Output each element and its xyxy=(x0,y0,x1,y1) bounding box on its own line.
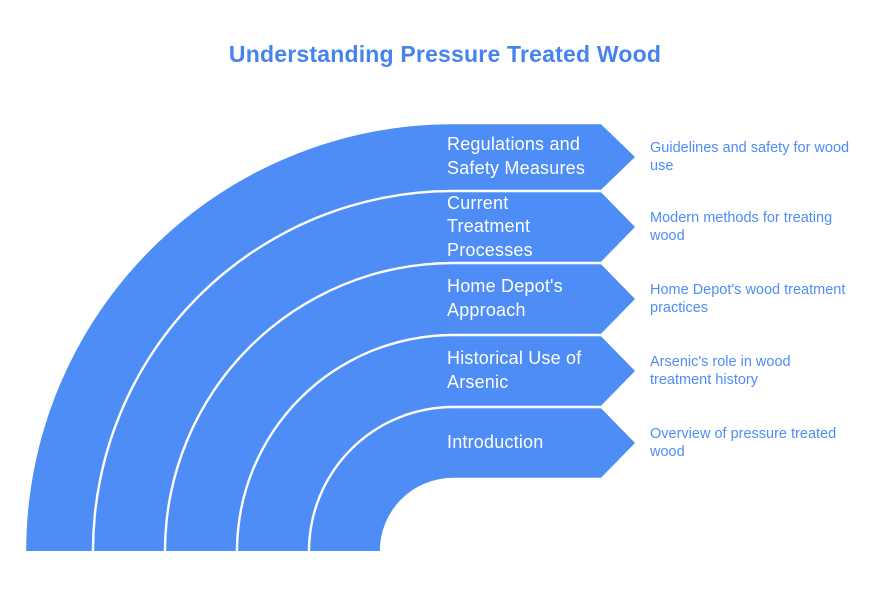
funnel-band-arrow xyxy=(94,192,635,552)
page-title: Understanding Pressure Treated Wood xyxy=(228,41,662,67)
funnel-item-label: Current Treatment Processes xyxy=(447,192,533,260)
funnel-band-arrow xyxy=(166,264,635,551)
funnel-item-label: Home Depot's Approach xyxy=(447,276,563,320)
funnel-item-description: Guidelines and safety for wood use xyxy=(650,139,850,174)
funnel-item-description: Modern methods for treating wood xyxy=(650,209,833,244)
funnel-item-label: Regulations and Safety Measures xyxy=(447,134,586,178)
funnel-item-label: Historical Use of Arsenic xyxy=(447,348,582,392)
funnel-item-description: Arsenic's role in wood treatment history xyxy=(650,353,791,388)
funnel-band-arrow xyxy=(310,408,635,551)
funnel-band-arrow xyxy=(238,336,635,551)
funnel-item-description: Home Depot's wood treatment practices xyxy=(650,281,846,316)
funnel-item-label: Introduction xyxy=(447,432,544,453)
funnel-band-arrow xyxy=(26,124,635,551)
funnel-item-description: Overview of pressure treated wood xyxy=(650,425,837,460)
